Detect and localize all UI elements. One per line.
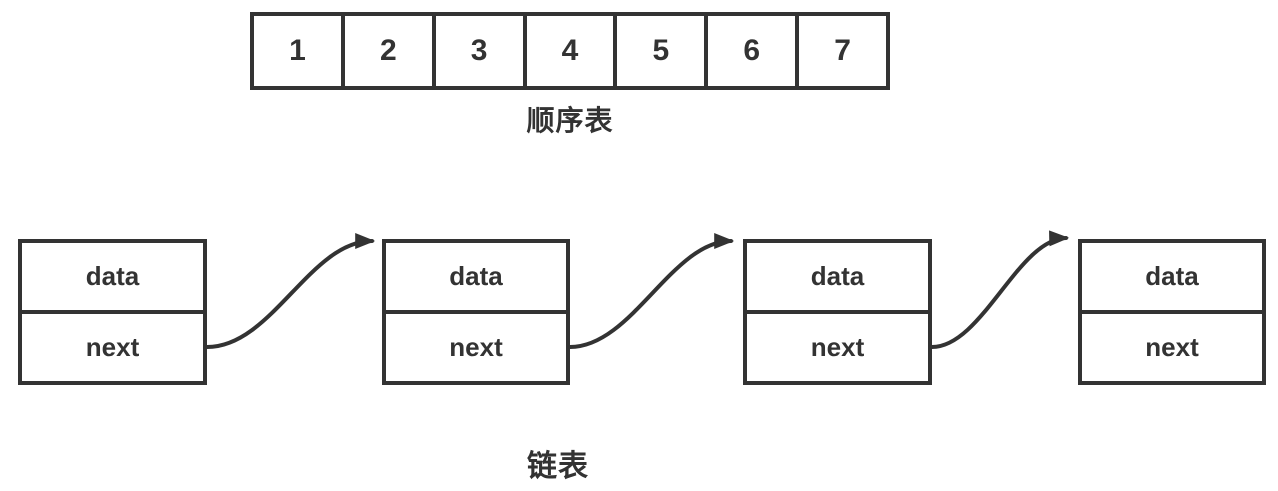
sequential-list-label: 顺序表 [526,105,614,136]
array-cell: 7 [834,34,851,67]
array-cell: 3 [436,16,527,86]
array-cell: 5 [617,16,709,86]
linked-list-node: data next [382,239,570,385]
array-cell: 4 [527,16,618,86]
sequential-list-array: 1 2 3 4 5 6 7 [250,12,890,90]
node-next-cell: next [386,310,566,381]
node-data-cell: data [449,261,503,291]
node-next-cell: next [22,310,203,381]
linked-list-node: data next [18,239,207,385]
linked-list-label: 链表 [527,450,589,483]
node-data-cell: data [810,261,865,291]
array-cell: 6 [708,16,800,86]
linked-list-node: data next [1078,239,1266,385]
next-pointer-arrow [568,233,735,349]
node-next-cell: next [747,310,928,381]
array-cell: 1 [254,16,345,86]
node-next-cell: next [1082,310,1262,381]
next-pointer-arrow [930,230,1070,349]
node-data-cell: data [85,261,140,291]
node-data-cell: data [1145,261,1199,291]
linked-list-node: data next [743,239,932,385]
next-pointer-arrow [205,233,376,349]
array-cell: 2 [345,16,436,86]
